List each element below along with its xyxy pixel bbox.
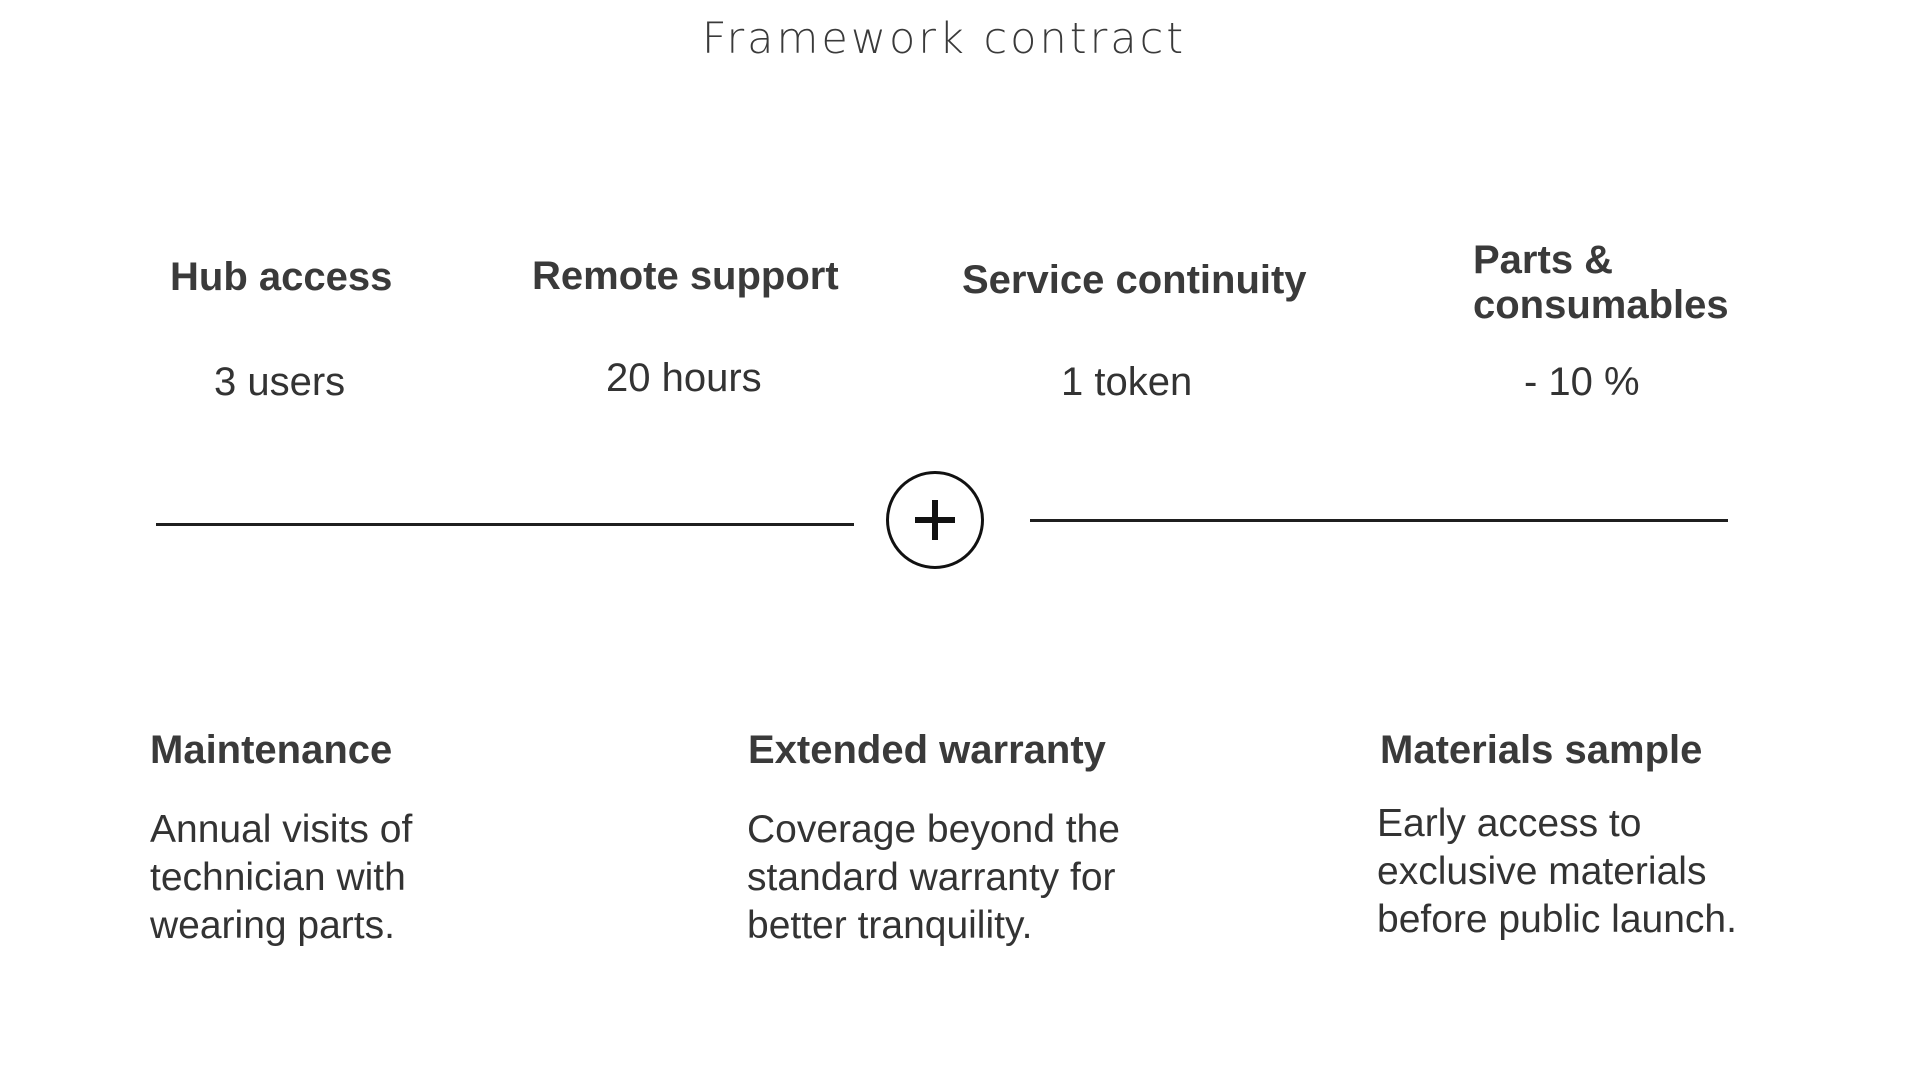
feature-value-hub-access: 3 users bbox=[214, 360, 346, 404]
option-description-maintenance: Annual visits of technician with wearing… bbox=[150, 808, 413, 947]
divider-line-right bbox=[1030, 519, 1728, 522]
feature-label-hub-access: Hub access bbox=[170, 255, 393, 299]
page-title: Framework contract bbox=[701, 14, 1187, 64]
option-title-maintenance: Maintenance bbox=[150, 728, 393, 772]
feature-label-parts-consumables: Parts & consumables bbox=[1473, 238, 1729, 327]
add-option-button[interactable] bbox=[886, 471, 984, 569]
option-title-materials-sample: Materials sample bbox=[1380, 728, 1703, 772]
option-description-extended-warranty: Coverage beyond the standard warranty fo… bbox=[747, 808, 1120, 947]
option-title-extended-warranty: Extended warranty bbox=[748, 728, 1106, 772]
feature-label-remote-support: Remote support bbox=[532, 254, 839, 298]
feature-label-service-continuity: Service continuity bbox=[962, 258, 1307, 302]
feature-value-remote-support: 20 hours bbox=[606, 356, 762, 400]
feature-value-service-continuity: 1 token bbox=[1061, 360, 1193, 404]
divider-line-left bbox=[156, 523, 854, 526]
feature-value-parts-consumables: - 10 % bbox=[1524, 360, 1640, 404]
option-description-materials-sample: Early access to exclusive materials befo… bbox=[1377, 802, 1737, 941]
